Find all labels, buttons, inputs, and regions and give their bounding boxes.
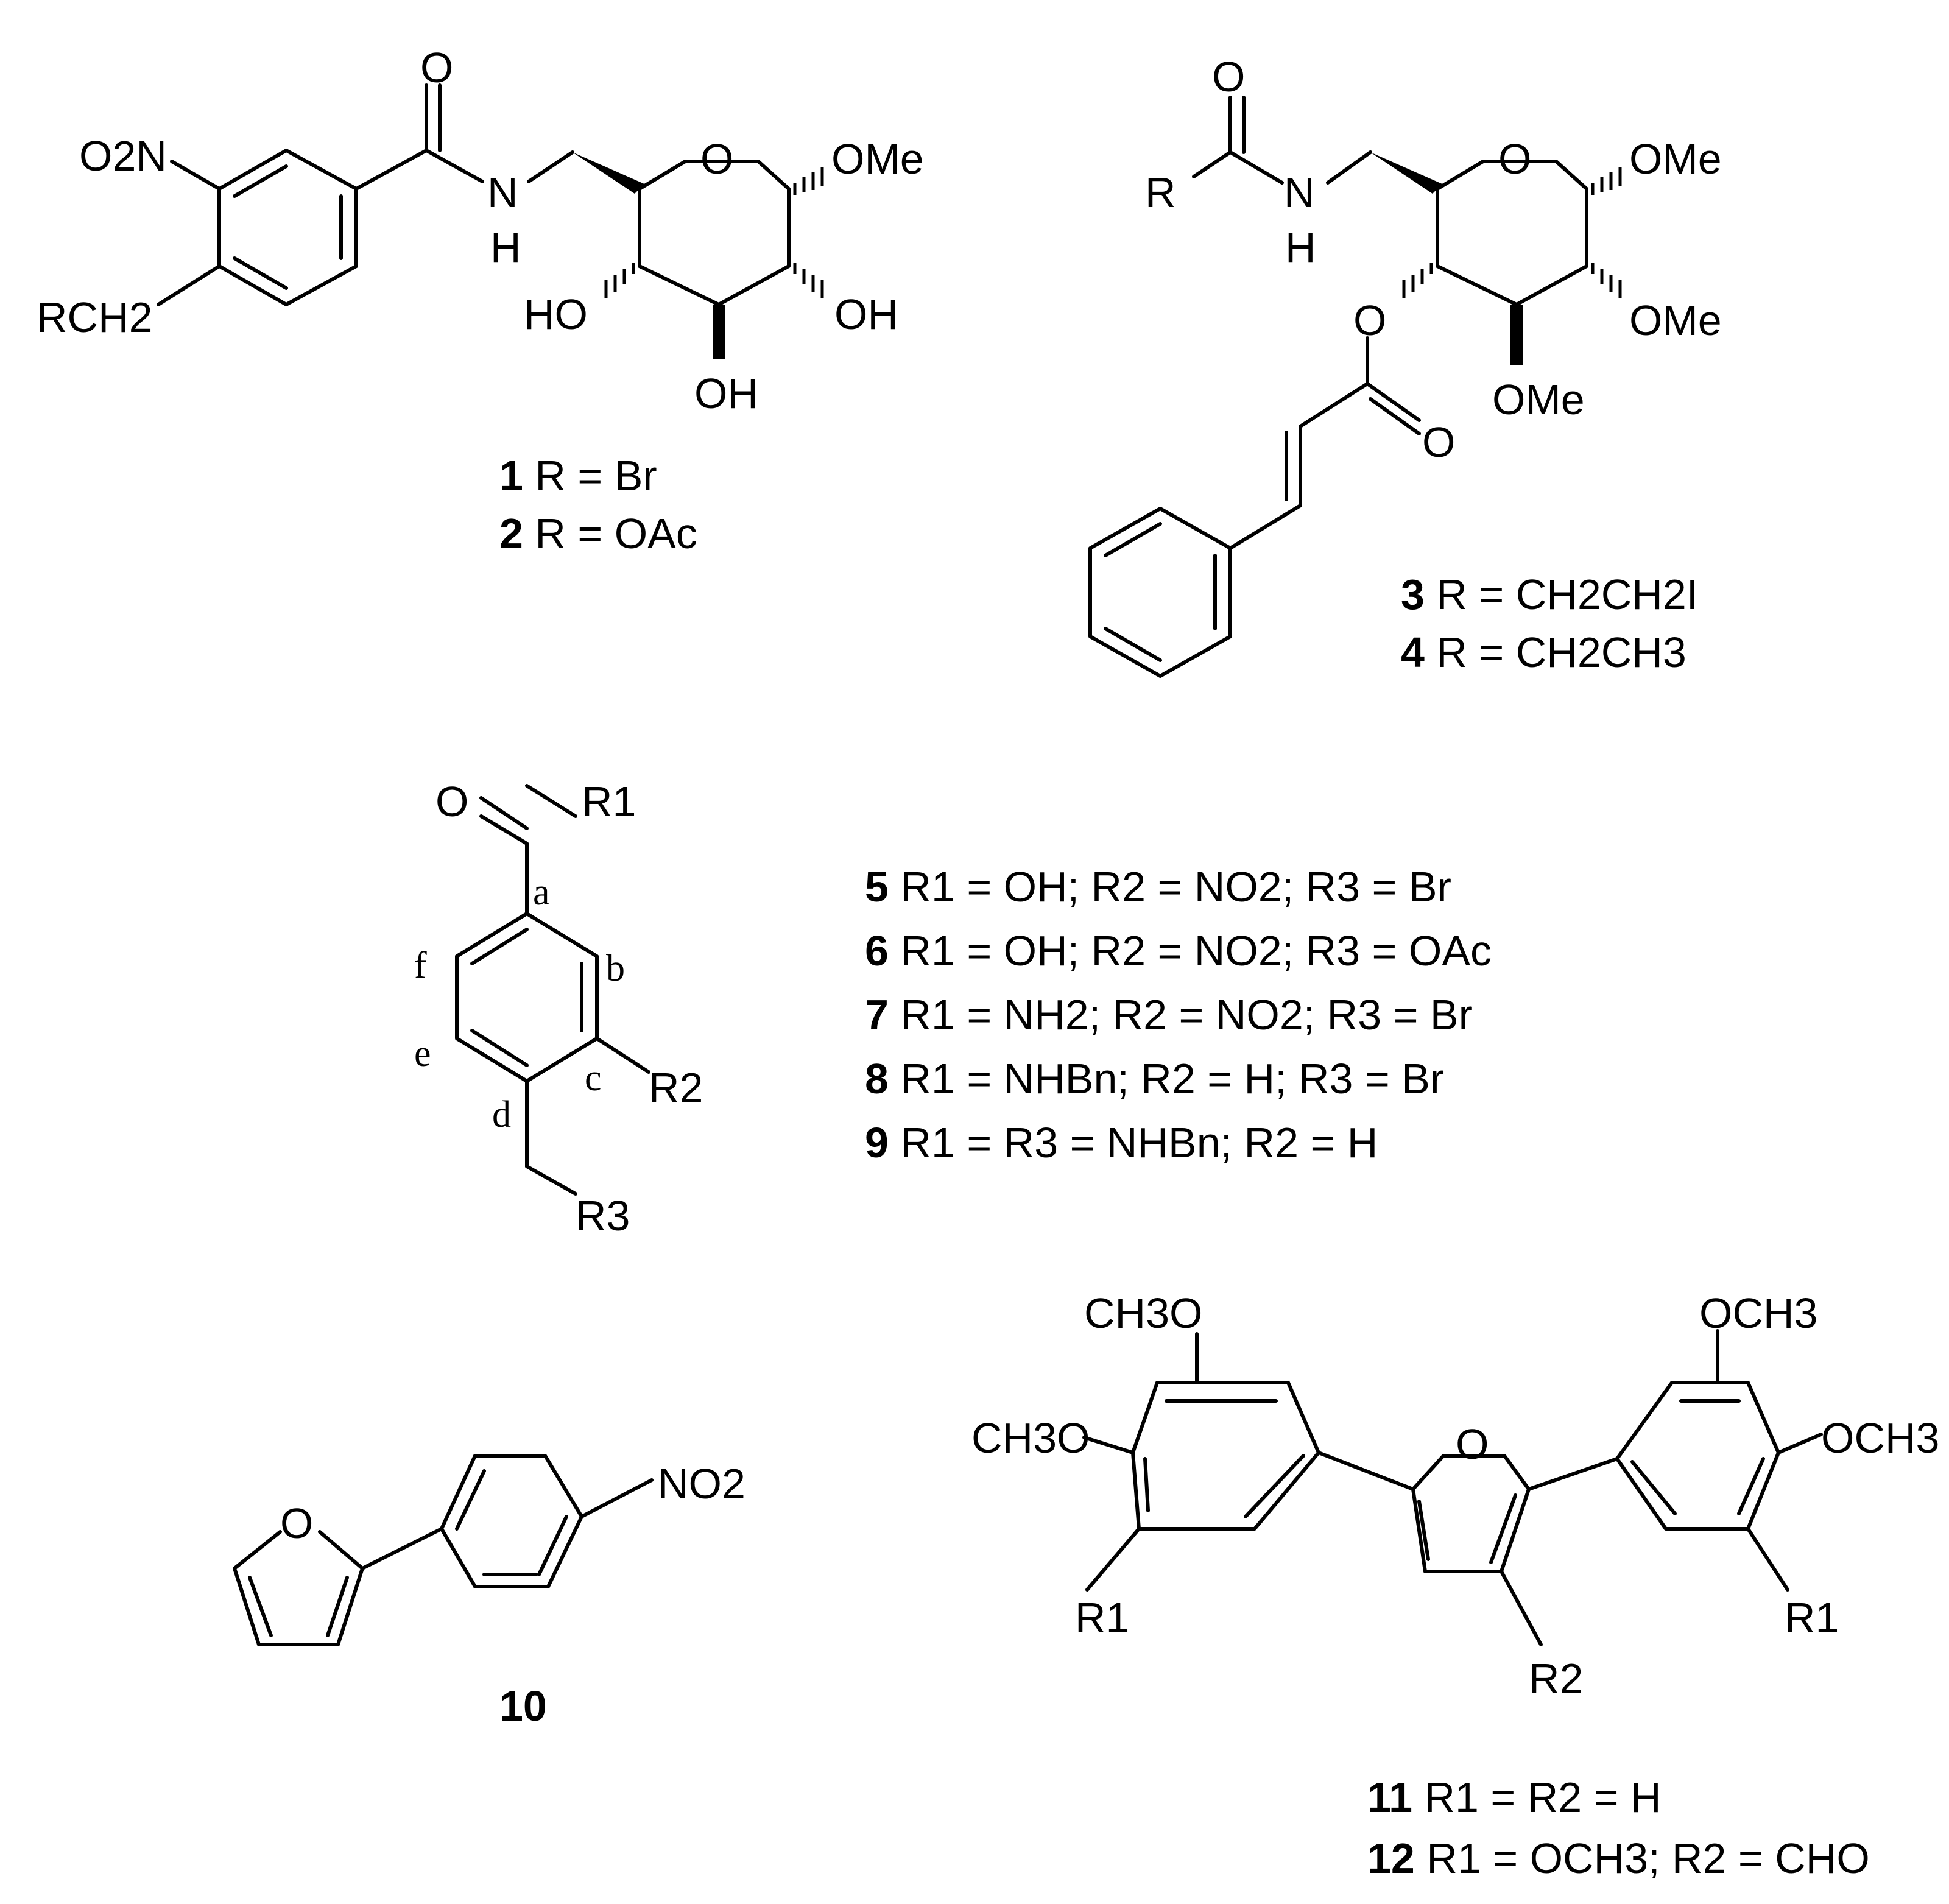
c10-atom-no2: NO2: [658, 1460, 745, 1507]
c3-atom-ester-o: O: [1353, 297, 1386, 344]
c11-atom-ch3o-top: CH3O: [1084, 1289, 1202, 1337]
c10-benzene-ring: [440, 1454, 583, 1588]
c11-atom-ch3o-mid: CH3O: [971, 1414, 1090, 1462]
c3-phenyl-ring: [1088, 507, 1232, 678]
c5-atom-o: O: [435, 778, 468, 825]
compound-1-structure: O2N O N H O OMe RCH2 HO OH OH 1 R = Br 2…: [37, 44, 924, 557]
c3-atom-h: H: [1285, 224, 1316, 271]
c10-caption: 10: [499, 1682, 547, 1730]
c3-hash-ome1: [1591, 167, 1622, 195]
c1-hash-ome: [793, 167, 824, 195]
c5-caption-8: 8 R1 = NHBn; R2 = H; R3 = Br: [865, 1055, 1444, 1102]
c1-atom-ome: OMe: [831, 135, 924, 183]
c11-atom-och3-top: OCH3: [1699, 1289, 1817, 1337]
c11-left-ring: [1131, 1381, 1320, 1531]
c3-wedge-c5: [1370, 152, 1442, 194]
c3-atom-ome2: OMe: [1629, 297, 1722, 344]
c5-caption-7: 7 R1 = NH2; R2 = NO2; R3 = Br: [865, 991, 1473, 1038]
c5-position-a: a: [533, 872, 550, 913]
c3-atom-n: N: [1284, 169, 1315, 216]
c5-atom-r1: R1: [582, 778, 636, 825]
c3-atom-ome3: OMe: [1492, 376, 1585, 423]
c3-atom-ester-carbonyl-o: O: [1422, 418, 1455, 466]
c1-wedge-c3: [713, 305, 725, 359]
c5-caption-9: 9 R1 = R3 = NHBn; R2 = H: [865, 1119, 1378, 1166]
c5-atom-r2: R2: [649, 1064, 703, 1112]
c1-atom-rch2: RCH2: [37, 294, 153, 341]
c1-hash-oh: [793, 263, 824, 298]
compound-11-structure: CH3O CH3O R1 O R2 OCH3 OCH3 R1 11 R1 = R…: [971, 1289, 1939, 1882]
c11-caption-12: 12 R1 = OCH3; R2 = CHO: [1367, 1835, 1870, 1882]
c1-atom-oh-bottom: OH: [694, 370, 758, 417]
c5-position-e: e: [414, 1033, 431, 1074]
c1-atom-carbonyl-o: O: [420, 44, 453, 91]
c3-hash-ester: [1402, 263, 1433, 298]
c5-position-f: f: [414, 945, 427, 986]
c1-caption-2: 2 R = OAc: [499, 510, 697, 557]
c1-atom-o2n: O2N: [79, 132, 167, 180]
c3-wedge-c3: [1510, 305, 1523, 365]
c11-atom-r1-right: R1: [1785, 1594, 1839, 1641]
c1-benzene-ring: [217, 149, 358, 306]
c3-caption-3: 3 R = CH2CH2I: [1401, 571, 1698, 618]
c1-hash-ho: [604, 263, 635, 298]
c3-atom-r: R: [1145, 169, 1176, 216]
compound-3-structure: O R N H O OMe O OMe OMe O 3 R = CH2CH2I …: [1088, 53, 1722, 678]
c3-atom-ring-o: O: [1498, 135, 1531, 183]
c1-atom-h: H: [490, 224, 521, 271]
c11-atom-o-furan: O: [1456, 1420, 1489, 1468]
compound-10-structure: O NO2 10: [233, 1454, 745, 1730]
c5-atom-r3: R3: [576, 1192, 630, 1239]
c5-caption-6: 6 R1 = OH; R2 = NO2; R3 = OAc: [865, 927, 1492, 975]
c10-furan-ring: [233, 1530, 364, 1646]
c1-caption-1: 1 R = Br: [499, 452, 657, 499]
c5-position-c: c: [585, 1057, 602, 1099]
c1-wedge-c5: [573, 152, 644, 194]
c11-atom-r2: R2: [1529, 1655, 1583, 1702]
c5-caption-5: 5 R1 = OH; R2 = NO2; R3 = Br: [865, 863, 1451, 911]
c3-atom-ome1: OMe: [1629, 135, 1722, 183]
c1-atom-n: N: [487, 169, 518, 216]
c5-position-d: d: [492, 1094, 511, 1135]
c5-position-b: b: [606, 948, 625, 989]
c10-atom-o: O: [280, 1500, 313, 1547]
c11-right-ring: [1615, 1381, 1780, 1531]
c1-pyranose-ring: [638, 160, 791, 306]
c3-atom-carbonyl-o: O: [1212, 53, 1245, 100]
c5-benzene-ring: [455, 912, 599, 1083]
c3-hash-ome2: [1591, 263, 1622, 298]
c3-caption-4: 4 R = CH2CH3: [1401, 629, 1686, 676]
c1-atom-ring-o: O: [700, 135, 733, 183]
c11-furan-ring: [1411, 1454, 1531, 1573]
c11-atom-r1-left: R1: [1075, 1594, 1129, 1641]
c3-pyranose-ring: [1436, 160, 1588, 306]
compound-5-structure: O R1 R2 R3 a b c d e f 5 R1 = OH; R2 = N…: [414, 778, 1492, 1239]
c1-atom-ho: HO: [524, 291, 588, 338]
c11-caption-11: 11 R1 = R2 = H: [1367, 1774, 1662, 1821]
c11-atom-och3-mid: OCH3: [1821, 1414, 1939, 1462]
c1-atom-oh-right: OH: [834, 291, 898, 338]
